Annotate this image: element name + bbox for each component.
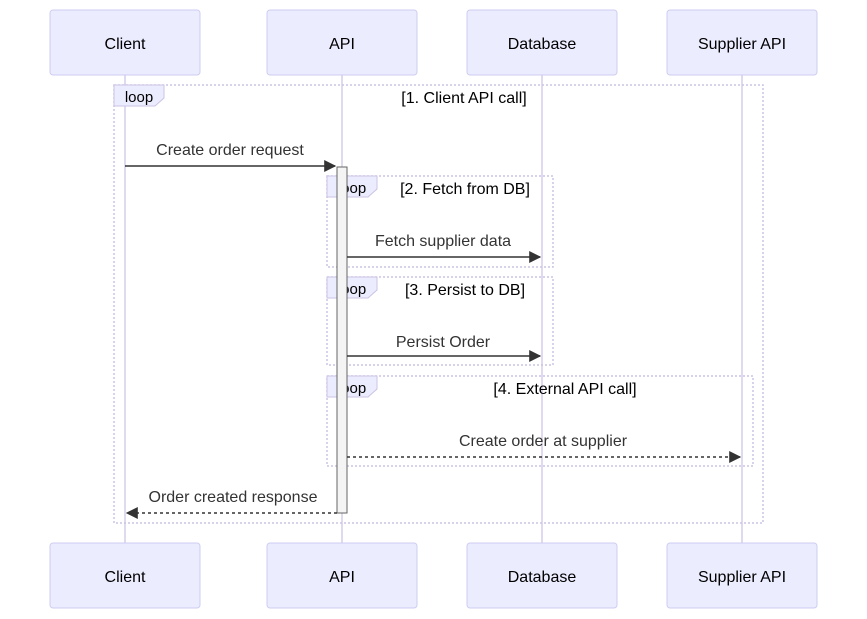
message-label: Order created response	[149, 489, 318, 506]
actor-label: API	[329, 569, 355, 586]
loop-title: [4. External API call]	[493, 381, 636, 398]
message-create-order-at-supplier: Create order at supplier	[347, 433, 742, 463]
loop-tab	[113, 84, 165, 107]
actor-label: Database	[508, 36, 577, 53]
actor-label: Client	[105, 36, 146, 53]
api-activation-bar	[336, 166, 348, 514]
loop-frame	[326, 175, 554, 268]
loop-fetch-from-db: loop [2. Fetch from DB]	[326, 175, 554, 268]
message-label: Persist Order	[396, 334, 491, 351]
actor-label: Client	[105, 569, 146, 586]
actor-label: Supplier API	[698, 569, 786, 586]
loop-title: [3. Persist to DB]	[405, 282, 525, 299]
actors-top: Client API Database Supplier API	[49, 9, 818, 76]
loop-persist-to-db: loop [3. Persist to DB]	[326, 276, 554, 366]
loop-client-api-call: loop [1. Client API call]	[113, 84, 764, 524]
loop-tab-label: loop	[125, 89, 153, 106]
loop-frame	[326, 375, 754, 467]
actor-database: Database	[466, 542, 618, 609]
actor-label: Database	[508, 569, 577, 586]
actor-client: Client	[49, 9, 201, 76]
actor-supplier-api: Supplier API	[666, 542, 818, 609]
message-persist-order: Persist Order	[347, 334, 542, 362]
actor-label: Supplier API	[698, 36, 786, 53]
message-order-created-response: Order created response	[125, 489, 337, 519]
actor-client: Client	[49, 542, 201, 609]
message-fetch-supplier-data: Fetch supplier data	[347, 233, 542, 263]
actor-supplier-api: Supplier API	[666, 9, 818, 76]
loop-frame	[326, 276, 554, 366]
loop-external-api-call: loop [4. External API call]	[326, 375, 754, 467]
message-label: Create order request	[156, 142, 304, 159]
actor-label: API	[329, 36, 355, 53]
actor-database: Database	[466, 9, 618, 76]
loop-frame	[113, 84, 764, 524]
loop-title: [1. Client API call]	[401, 90, 526, 107]
actor-api: API	[266, 9, 418, 76]
actors-bottom: Client API Database Supplier API	[49, 542, 818, 609]
loop-title: [2. Fetch from DB]	[400, 181, 530, 198]
message-label: Fetch supplier data	[375, 233, 511, 250]
actor-api: API	[266, 542, 418, 609]
message-label: Create order at supplier	[459, 433, 628, 450]
message-create-order-request: Create order request	[125, 142, 337, 172]
